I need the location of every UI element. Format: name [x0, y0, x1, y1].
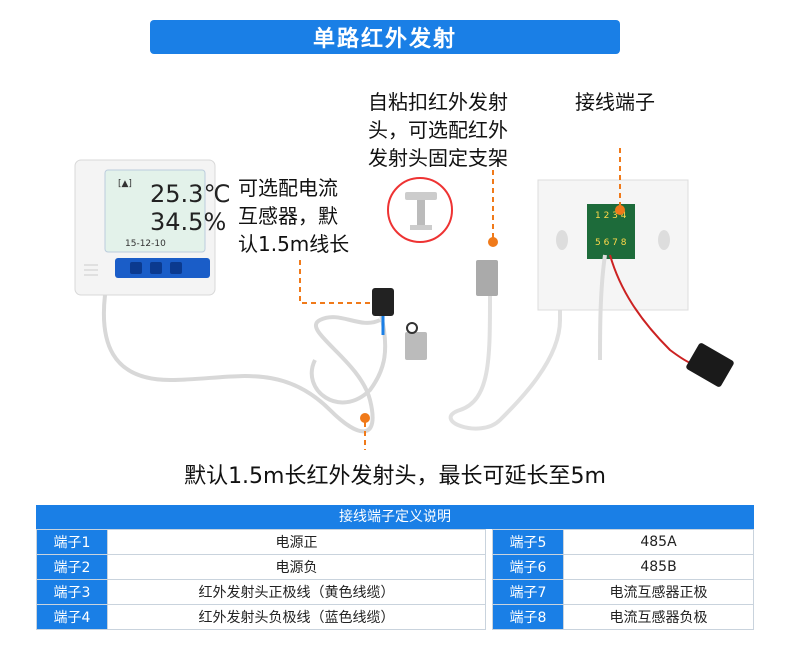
current-transformer-2 [686, 343, 734, 387]
terminal-key: 端子4 [36, 604, 108, 630]
lcd-humid: 34.5% [150, 208, 226, 236]
lcd-temp: 25.3℃ [150, 180, 230, 208]
bracket-annotation: 自粘扣红外发射 头，可选配红外 发射头固定支架 [368, 88, 508, 172]
ct-annotation: 可选配电流 互感器，默 认1.5m线长 [238, 174, 349, 258]
section-title: 单路红外发射 [150, 20, 620, 54]
terminal-definition-table: 接线端子定义说明 端子1 电源正 端子5 485A 端子2 电源负 端子6 48… [36, 505, 754, 630]
terminal-value: 485A [563, 529, 754, 555]
terminal-key: 端子8 [492, 604, 565, 630]
svg-text:5 6 7 8: 5 6 7 8 [595, 238, 627, 248]
current-transformer [372, 288, 394, 335]
terminal-value: 电源负 [106, 554, 487, 580]
ct-line-2: 互感器，默 [238, 204, 338, 228]
sensor-device: [▲] 25.3℃ 34.5% 15-12-10 [74, 159, 230, 296]
svg-text:1 2 3 4: 1 2 3 4 [595, 211, 627, 221]
terminal-key: 端子1 [36, 529, 108, 555]
leader-lines [299, 148, 621, 450]
terminal-value: 红外发射头正极线（黄色线缆） [106, 579, 487, 605]
ir-emitter-1 [405, 322, 427, 360]
ct-line-3: 认1.5m线长 [238, 232, 350, 256]
table-row: 端子4 红外发射头负极线（蓝色线缆） 端子8 电流互感器负极 [36, 604, 754, 630]
bracket-image [387, 177, 453, 243]
ir-emitter-2 [448, 260, 562, 431]
terminal-key: 端子2 [36, 554, 108, 580]
terminal-value: 电流互感器正极 [563, 579, 754, 605]
bracket-line-2: 头，可选配红外 [368, 118, 508, 142]
table-row: 端子3 红外发射头正极线（黄色线缆） 端子7 电流互感器正极 [36, 579, 754, 605]
bracket-line-3: 发射头固定支架 [368, 146, 508, 170]
table-row: 端子2 电源负 端子6 485B [36, 554, 754, 580]
terminal-key: 端子7 [492, 579, 565, 605]
wiring-illustration: [▲] 25.3℃ 34.5% 15-12-10 1 2 3 4 [74, 148, 734, 450]
terminal-value: 电源正 [106, 529, 487, 555]
terminal-annotation: 接线端子 [575, 90, 655, 114]
svg-text:[▲]: [▲] [118, 179, 132, 189]
terminal-key: 端子6 [492, 554, 565, 580]
terminal-key: 端子3 [36, 579, 108, 605]
table-row: 端子1 电源正 端子5 485A [36, 529, 754, 555]
lcd-date: 15-12-10 [125, 239, 166, 249]
cable-length-note: 默认1.5m长红外发射头，最长可延长至5m [184, 464, 606, 489]
table-title: 接线端子定义说明 [36, 505, 754, 529]
terminal-value: 红外发射头负极线（蓝色线缆） [106, 604, 487, 630]
terminal-value: 电流互感器负极 [563, 604, 754, 630]
terminal-box: 1 2 3 4 5 6 7 8 [537, 179, 711, 367]
terminal-value: 485B [563, 554, 754, 580]
terminal-key: 端子5 [492, 529, 565, 555]
bracket-line-1: 自粘扣红外发射 [368, 90, 508, 114]
ct-line-1: 可选配电流 [238, 176, 338, 200]
